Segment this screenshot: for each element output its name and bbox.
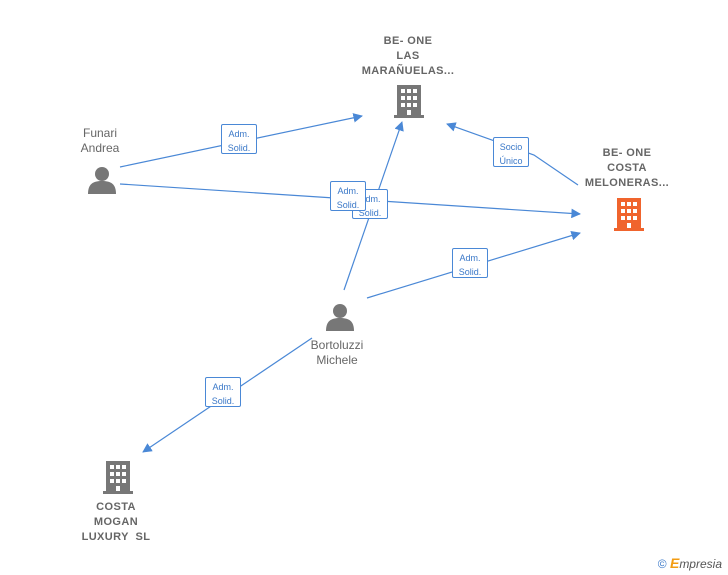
- company-label-be-one-las[interactable]: BE- ONE LAS MARAÑUELAS...: [361, 35, 455, 77]
- edge-label-bortoluzzi-mogan: Adm. Solid.: [205, 377, 241, 407]
- person-icon[interactable]: [88, 167, 116, 194]
- person-icon[interactable]: [326, 304, 354, 331]
- edge-label-funari-las: Adm. Solid.: [221, 124, 257, 154]
- company-label-be-one-costa[interactable]: BE- ONE COSTA MELONERAS...: [584, 147, 670, 189]
- person-label-bortoluzzi[interactable]: Bortoluzzi Michele: [310, 338, 364, 367]
- building-icon[interactable]: [394, 85, 424, 118]
- edge-costa-to-las: [446, 122, 579, 186]
- brand-logo-initial: E: [669, 555, 680, 571]
- brand-watermark: © Empresia: [658, 555, 722, 571]
- edge-label-bortoluzzi-costa: Adm. Solid.: [452, 248, 488, 278]
- building-icon-highlighted[interactable]: [614, 198, 644, 231]
- copyright-icon: ©: [657, 557, 667, 571]
- building-icon[interactable]: [103, 461, 133, 494]
- brand-name: mpresia: [679, 557, 722, 571]
- edge-label-socio-unico: Socio Único: [493, 137, 529, 167]
- company-label-costa-mogan[interactable]: COSTA MOGAN LUXURY SL: [81, 501, 151, 543]
- person-label-funari[interactable]: Funari Andrea: [80, 126, 120, 155]
- edge-label-funari-costa: Adm. Solid.: [330, 181, 366, 211]
